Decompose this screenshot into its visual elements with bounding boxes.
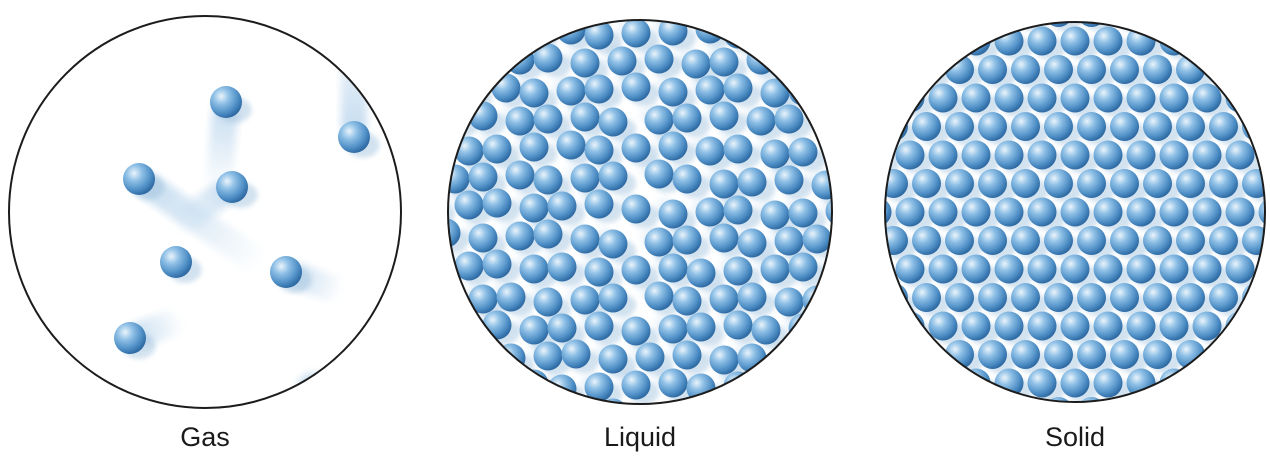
- solid-particle: [863, 141, 901, 174]
- motion-trail: [636, 0, 664, 12]
- liquid-panel: [409, 0, 863, 437]
- liquid-particle: [608, 0, 646, 19]
- liquid-particles: [409, 0, 863, 437]
- motion-trail: [293, 368, 411, 452]
- motion-trail: [446, 70, 474, 97]
- liquid-particle: [775, 342, 813, 375]
- motion-trail: [423, 213, 451, 240]
- liquid-particle: [775, 44, 813, 77]
- solid-particle: [1242, 283, 1270, 316]
- liquid-particle: [789, 314, 827, 347]
- motion-trail: [511, 12, 539, 39]
- solid-panel: [863, 0, 1270, 430]
- motion-trail: [432, 98, 460, 125]
- liquid-particle: [752, 370, 790, 403]
- motion-trail: [553, 395, 581, 422]
- motion-trail: [446, 307, 474, 334]
- liquid-label: Liquid: [540, 421, 740, 453]
- motion-trail: [766, 38, 794, 65]
- motion-trail: [599, 0, 627, 7]
- liquid-particle: [803, 286, 841, 319]
- motion-trail: [423, 274, 451, 301]
- gas-panel: [9, 7, 411, 452]
- liquid-particle: [826, 258, 864, 291]
- liquid-particle: [826, 143, 864, 176]
- gas-label: Gas: [105, 421, 305, 453]
- solid-label: Solid: [975, 421, 1175, 453]
- liquid-particle: [418, 247, 456, 280]
- solid-particle: [1160, 369, 1198, 402]
- solid-particle: [1226, 312, 1264, 345]
- solid-particle: [1209, 340, 1247, 373]
- motion-trail: [341, 7, 367, 137]
- motion-trail: [409, 241, 437, 268]
- solid-particles: [863, 0, 1270, 430]
- solid-particle: [912, 55, 950, 88]
- motion-trail: [409, 187, 437, 214]
- solid-particle: [1259, 255, 1270, 288]
- liquid-particle: [724, 372, 762, 405]
